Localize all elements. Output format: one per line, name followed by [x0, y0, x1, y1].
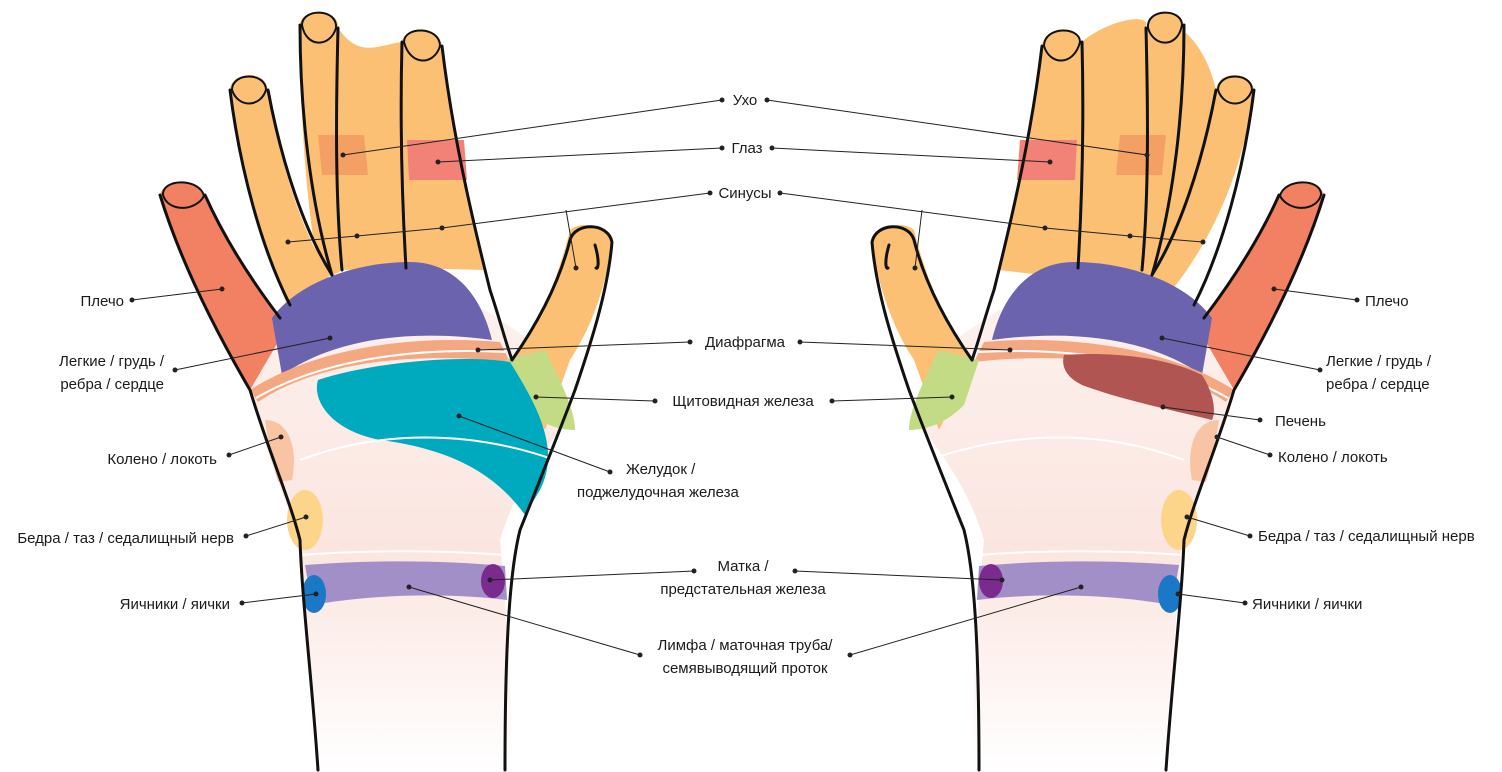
label-lungs-right-1: Легкие / грудь /	[1326, 353, 1432, 370]
label-stomach-2: поджелудочная железа	[577, 484, 740, 501]
label-shoulder-right: Плечо	[1365, 293, 1409, 310]
label-lungs-left-1: Легкие / грудь /	[59, 353, 165, 370]
left-hand	[160, 13, 612, 772]
label-ear: Ухо	[733, 92, 758, 109]
label-ovaries-left: Яичники / яички	[120, 596, 230, 613]
right-ear-band	[1116, 135, 1166, 175]
right-hand	[872, 13, 1324, 772]
label-lungs-right-2: ребра / сердце	[1326, 376, 1430, 393]
label-shoulder-left: Плечо	[80, 293, 124, 310]
label-lymph-1: Лимфа / маточная труба/	[658, 637, 834, 654]
label-knee-left: Колено / локоть	[107, 451, 217, 468]
right-hips-zone	[1161, 490, 1197, 550]
left-hips-zone	[287, 490, 323, 550]
label-stomach-1: Желудок /	[626, 461, 696, 478]
label-hips-left: Бедра / таз / седалищный нерв	[17, 530, 234, 547]
label-uterus-1: Матка /	[717, 558, 769, 575]
label-knee-right: Колено / локоть	[1278, 449, 1388, 466]
label-diaphragm: Диафрагма	[705, 334, 786, 351]
label-liver: Печень	[1275, 413, 1326, 430]
right-uterus-zone	[979, 564, 1003, 598]
label-lungs-left-2: ребра / сердце	[60, 376, 164, 393]
zone-labels: Ухо Глаз Синусы Плечо Плечо Легкие / гру…	[17, 92, 1474, 677]
label-uterus-2: предстательная железа	[660, 581, 826, 598]
left-uterus-zone	[481, 564, 505, 598]
label-sinuses: Синусы	[718, 185, 771, 202]
label-hips-right: Бедра / таз / седалищный нерв	[1258, 528, 1475, 545]
label-lymph-2: семявыводящий проток	[662, 660, 828, 677]
label-eye: Глаз	[731, 140, 762, 157]
label-ovaries-right: Яичники / яички	[1252, 596, 1362, 613]
label-thyroid: Щитовидная железа	[672, 393, 814, 410]
